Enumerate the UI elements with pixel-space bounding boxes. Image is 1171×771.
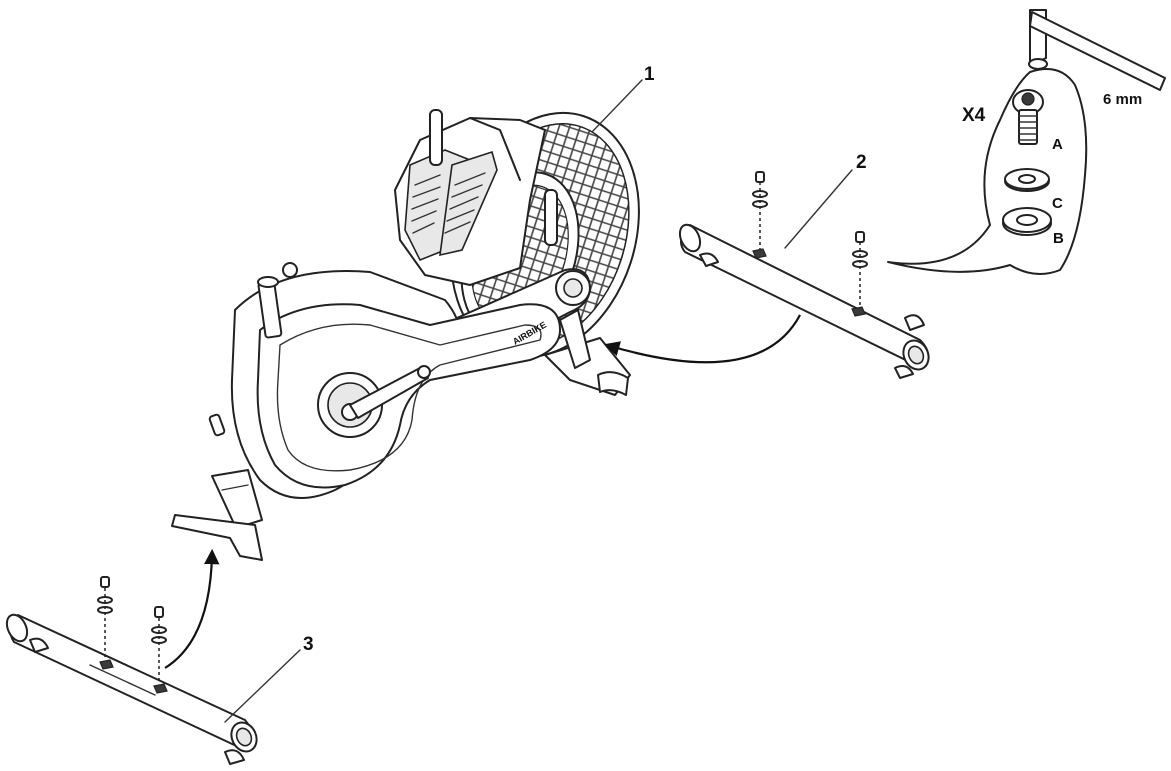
arrow-rear-stabilizer <box>604 314 801 364</box>
part-label-3: 3 <box>303 634 314 655</box>
leader-1 <box>591 79 643 133</box>
hardware-stack-left <box>752 171 768 250</box>
hardware-stack-front-left <box>97 576 113 660</box>
bolt-icon <box>1012 89 1044 145</box>
leader-2 <box>784 169 853 249</box>
rear-stabilizer <box>678 171 930 379</box>
leader-3 <box>224 649 301 723</box>
front-stabilizer <box>5 576 258 765</box>
seat-post <box>257 262 298 339</box>
part-label-1: 1 <box>644 64 655 85</box>
console-fork <box>394 109 558 286</box>
tool-size-label: 6 mm <box>1103 91 1142 108</box>
washer-c-icon <box>1004 168 1050 192</box>
callout-bubble <box>887 68 1088 275</box>
hardware-stack-front-right <box>151 606 167 684</box>
main-frame: AIRBIKE <box>171 109 640 561</box>
washer-b-icon <box>1002 207 1052 236</box>
part-label-2: 2 <box>856 152 867 173</box>
washer-label-c: C <box>1052 195 1063 212</box>
bolt-label-a: A <box>1052 136 1063 153</box>
hardware-stack-right <box>852 231 868 308</box>
washer-label-b: B <box>1053 230 1064 247</box>
quantity-label: X4 <box>962 105 986 126</box>
main-housing: AIRBIKE <box>230 270 561 499</box>
hardware-callout: 6 mm X4 A C B <box>887 9 1166 275</box>
arrow-front-stabilizer <box>164 548 220 669</box>
front-bracket <box>171 413 263 561</box>
hex-key-icon <box>1028 9 1166 91</box>
